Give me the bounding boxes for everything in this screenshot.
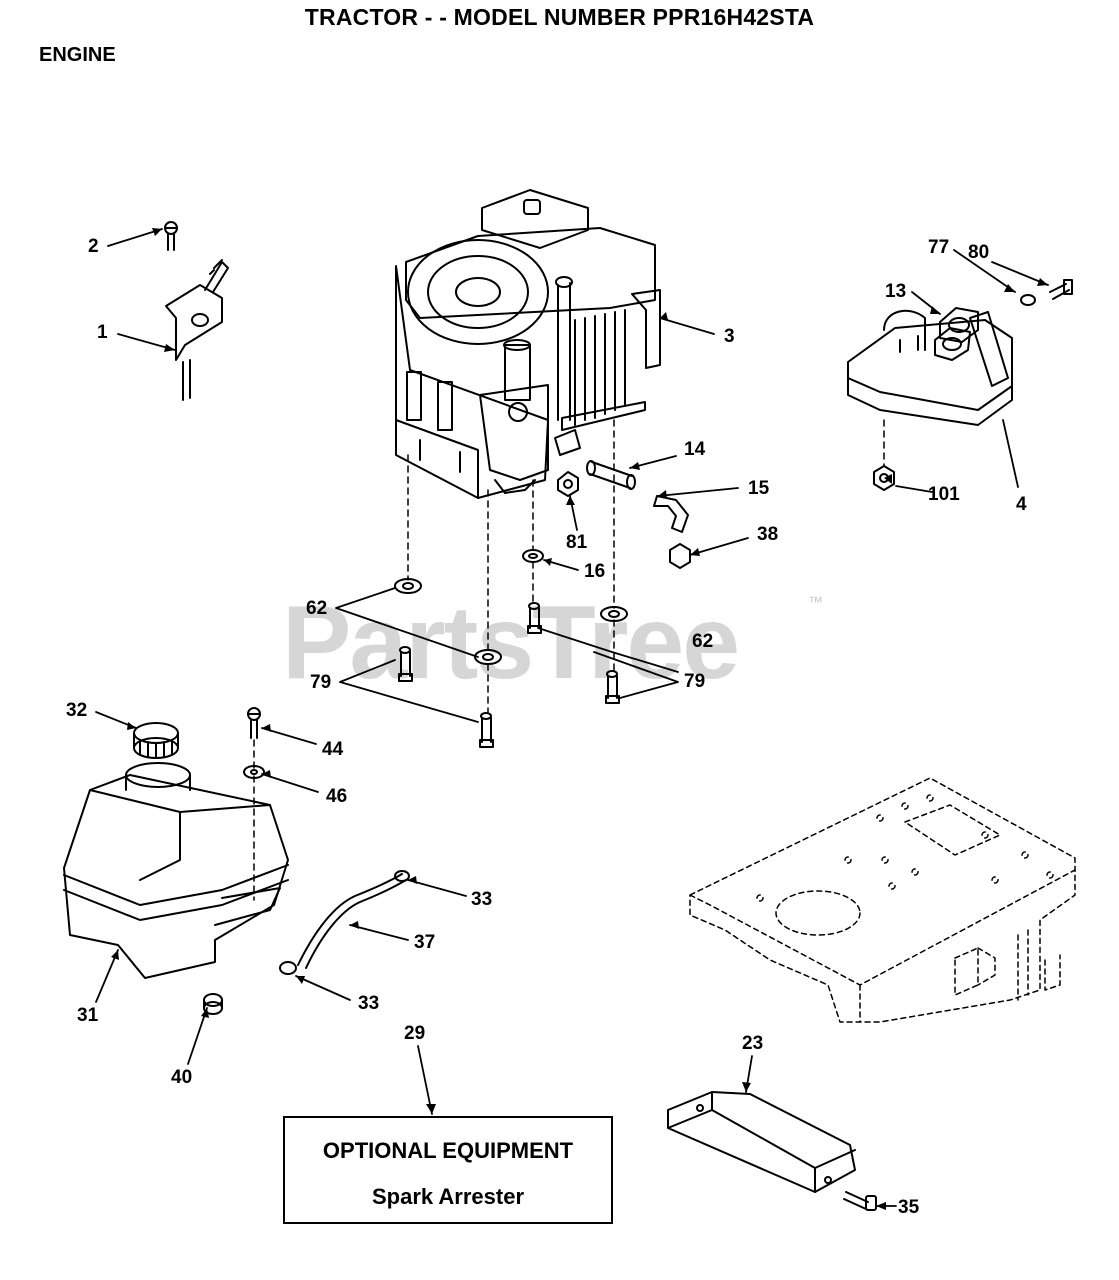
- washer-part[interactable]: [522, 549, 544, 563]
- callout-37: 37: [414, 932, 436, 953]
- callout-79: 79: [310, 672, 332, 693]
- nut-part[interactable]: [669, 543, 691, 569]
- callout-13: 13: [885, 281, 907, 302]
- screw-part[interactable]: [843, 1191, 877, 1211]
- callout-38: 38: [757, 524, 779, 545]
- fuel-cap-part[interactable]: [133, 722, 179, 759]
- washer-part[interactable]: [600, 606, 628, 622]
- callout-3: 3: [724, 326, 735, 347]
- tractor-frame-outline: [689, 777, 1076, 1023]
- bolt-part[interactable]: [527, 602, 542, 634]
- gasket-part[interactable]: [939, 307, 979, 343]
- bolt-part[interactable]: [1049, 279, 1073, 300]
- screw-part[interactable]: [247, 707, 261, 739]
- bolt-part[interactable]: [479, 712, 494, 748]
- callout-44: 44: [322, 739, 344, 760]
- callout-101: 101: [928, 484, 960, 505]
- callout-33: 33: [471, 889, 493, 910]
- optional-equipment-heading: OPTIONAL EQUIPMENT: [322, 1138, 574, 1163]
- grommet-part[interactable]: [203, 993, 223, 1015]
- section-heading: ENGINE: [39, 44, 116, 66]
- callout-29: 29: [404, 1023, 426, 1044]
- callout-46: 46: [326, 786, 348, 807]
- callout-79: 79: [684, 671, 706, 692]
- fuel-line-part[interactable]: [297, 873, 407, 969]
- washer-part[interactable]: [243, 765, 265, 779]
- fuel-tank-part[interactable]: [63, 762, 289, 979]
- bolt-part[interactable]: [605, 670, 620, 704]
- engine-part[interactable]: [395, 189, 661, 499]
- callout-15: 15: [748, 478, 770, 499]
- callout-80: 80: [968, 242, 990, 263]
- callout-2: 2: [88, 236, 99, 257]
- washer-part[interactable]: [394, 578, 422, 594]
- watermark: PartsTree: [282, 585, 740, 701]
- heat-shield-part[interactable]: [667, 1091, 856, 1193]
- screw-part[interactable]: [164, 221, 178, 251]
- callout-32: 32: [66, 700, 88, 721]
- callout-16: 16: [584, 561, 606, 582]
- callout-62: 62: [306, 598, 328, 619]
- bolt-part[interactable]: [398, 646, 413, 682]
- callout-35: 35: [898, 1197, 920, 1218]
- callout-81: 81: [566, 532, 588, 553]
- throttle-bracket-part[interactable]: [165, 259, 229, 401]
- optional-equipment-box: OPTIONAL EQUIPMENT Spark Arrester: [283, 1116, 613, 1224]
- callout-33: 33: [358, 993, 380, 1014]
- page-title: TRACTOR - - MODEL NUMBER PPR16H42STA: [304, 4, 815, 30]
- gasket-part[interactable]: [934, 327, 971, 361]
- callout-14: 14: [684, 439, 706, 460]
- callout-1: 1: [97, 322, 108, 343]
- hose-clamp-part[interactable]: [279, 961, 297, 975]
- callout-40: 40: [171, 1067, 193, 1088]
- elbow-part[interactable]: [653, 495, 689, 533]
- callout-4: 4: [1016, 494, 1027, 515]
- nut-part[interactable]: [557, 471, 579, 497]
- exhaust-pipe-part[interactable]: [586, 460, 636, 490]
- callout-77: 77: [928, 237, 950, 258]
- callout-23: 23: [742, 1033, 764, 1054]
- muffler-part[interactable]: [847, 309, 1013, 426]
- lock-washer-part[interactable]: [1020, 294, 1036, 306]
- callout-62: 62: [692, 631, 714, 652]
- callout-31: 31: [77, 1005, 99, 1026]
- hose-clamp-part[interactable]: [394, 870, 410, 882]
- watermark-trademark: ™: [808, 594, 823, 611]
- optional-equipment-item: Spark Arrester: [371, 1184, 525, 1209]
